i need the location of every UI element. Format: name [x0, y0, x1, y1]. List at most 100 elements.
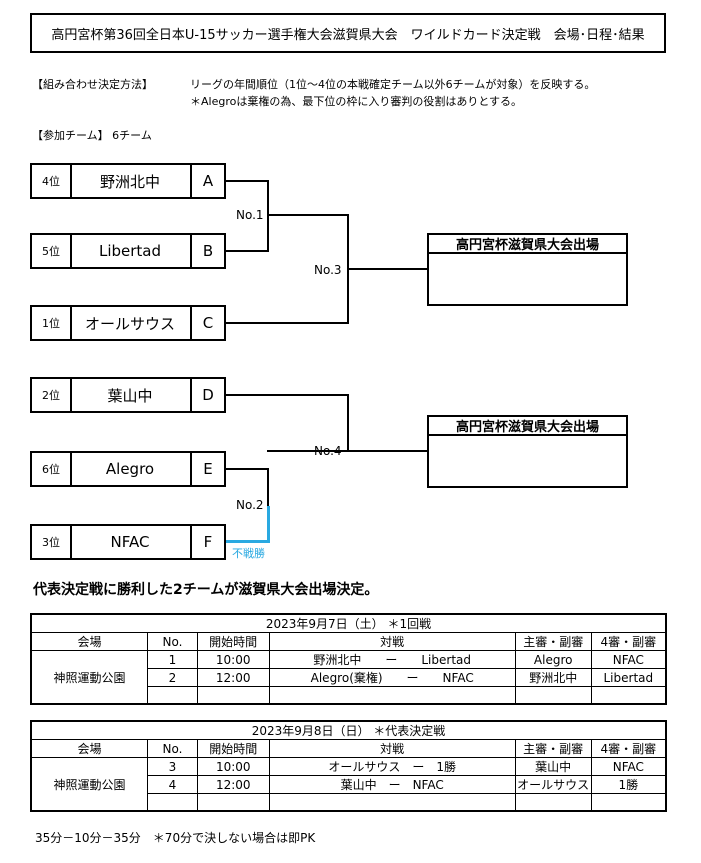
table-row: 4 12:00 葉山中 ー NFAC オールサウス 1勝 [31, 775, 667, 794]
venue-cell: 神照運動公園 [30, 757, 149, 812]
ref-cell: オールサウス [514, 775, 592, 794]
bracket-line [226, 250, 268, 252]
col-no: No. [147, 632, 198, 651]
table-row: 2 12:00 Alegro(棄権) ー NFAC 野洲北中 Libertad [31, 668, 667, 687]
match-cell: オールサウス ー 1勝 [268, 757, 516, 776]
match-cell: 葉山中 ー NFAC [268, 775, 516, 794]
table-row [31, 686, 667, 705]
team-rank: 4位 [32, 165, 72, 197]
team-slot: E [203, 460, 213, 478]
team-rank: 3位 [32, 526, 72, 558]
table-row [31, 793, 667, 812]
bracket-line [226, 394, 349, 396]
ref-cell: 野洲北中 [514, 668, 592, 687]
ref4-cell: Libertad [590, 668, 667, 687]
venue-cell: 神照運動公園 [30, 650, 149, 705]
team-slot: D [202, 386, 214, 404]
team-name: NFAC [70, 526, 192, 558]
no-cell: 3 [147, 757, 198, 776]
match-label-4: No.4 [314, 444, 342, 458]
ref4-cell: NFAC [590, 757, 667, 776]
match-cell: Alegro(棄権) ー NFAC [268, 668, 516, 687]
footer-note: 35分－10分－35分 ＊70分で決しない場合は即PK [35, 831, 316, 845]
page-title: 高円宮杯第36回全日本U-15サッカー選手権大会滋賀県大会 ワイルドカード決定戦… [30, 13, 666, 53]
no-cell: 2 [147, 668, 198, 687]
bracket-line [226, 468, 268, 470]
method-line-2: ＊Alegroは棄権の為、最下位の枠に入り審判の役割はありとする。 [190, 95, 523, 108]
participants-label: 【参加チーム】 6チーム [32, 129, 152, 142]
team-row-e: 6位 Alegro E [30, 451, 226, 487]
forfeit-line [226, 540, 270, 543]
ref-cell: 葉山中 [514, 757, 592, 776]
team-row-d: 2位 葉山中 D [30, 377, 226, 413]
team-slot: F [203, 533, 213, 551]
team-slot: B [202, 242, 214, 260]
result-box-1: 高円宮杯滋賀県大会出場 [427, 233, 628, 306]
method-label: 【組み合わせ決定方法】 [32, 78, 153, 91]
no-cell: 1 [147, 650, 198, 669]
team-name: Libertad [70, 235, 192, 267]
ref-cell [514, 686, 592, 705]
ref4-cell [590, 686, 667, 705]
col-start: 開始時間 [196, 739, 270, 758]
ref-cell: Alegro [514, 650, 592, 669]
match-cell [268, 793, 516, 812]
no-cell [147, 686, 198, 705]
bracket-line [267, 468, 269, 508]
bracket-line [267, 180, 269, 252]
match-label-2: No.2 [236, 498, 264, 512]
ref4-cell: 1勝 [590, 775, 667, 794]
result-box-header: 高円宮杯滋賀県大会出場 [429, 417, 626, 436]
col-ref: 主審・副審 [514, 739, 592, 758]
time-cell: 10:00 [196, 757, 270, 776]
bracket-line [347, 450, 427, 452]
time-cell: 10:00 [196, 650, 270, 669]
ref4-cell [590, 793, 667, 812]
bracket-line [347, 394, 349, 452]
team-row-f: 3位 NFAC F [30, 524, 226, 560]
col-no: No. [147, 739, 198, 758]
schedule-date: 2023年9月7日（土） ＊1回戦 [30, 613, 667, 633]
no-cell [147, 793, 198, 812]
match-cell: 野洲北中 ー Libertad [268, 650, 516, 669]
team-rank: 5位 [32, 235, 72, 267]
no-cell: 4 [147, 775, 198, 794]
table-row: 神照運動公園 1 10:00 野洲北中 ー Libertad Alegro NF… [30, 650, 667, 705]
result-box-header: 高円宮杯滋賀県大会出場 [429, 235, 626, 254]
team-name: オールサウス [70, 307, 192, 339]
team-rank: 2位 [32, 379, 72, 411]
team-row-a: 4位 野洲北中 A [30, 163, 226, 199]
schedule-date: 2023年9月8日（日） ＊代表決定戦 [30, 720, 667, 740]
team-row-b: 5位 Libertad B [30, 233, 226, 269]
team-rank: 6位 [32, 453, 72, 485]
col-match: 対戦 [268, 739, 516, 758]
table-row: 神照運動公園 3 10:00 オールサウス ー 1勝 葉山中 NFAC [30, 757, 667, 812]
team-rank: 1位 [32, 307, 72, 339]
match-label-1: No.1 [236, 208, 264, 222]
match-cell [268, 686, 516, 705]
match-label-3: No.3 [314, 263, 342, 277]
time-cell [196, 686, 270, 705]
result-box-2: 高円宮杯滋賀県大会出場 [427, 415, 628, 488]
ref4-cell: NFAC [590, 650, 667, 669]
forfeit-line [267, 506, 270, 543]
schedule-table-1: 2023年9月7日（土） ＊1回戦 会場 No. 開始時間 対戦 主審・副審 4… [30, 613, 667, 705]
time-cell [196, 793, 270, 812]
time-cell: 12:00 [196, 775, 270, 794]
bracket-line [226, 322, 349, 324]
team-row-c: 1位 オールサウス C [30, 305, 226, 341]
col-ref4: 4審・副審 [590, 739, 667, 758]
col-ref4: 4審・副審 [590, 632, 667, 651]
team-slot: A [202, 172, 214, 190]
col-ref: 主審・副審 [514, 632, 592, 651]
team-slot: C [202, 314, 214, 332]
bracket-line [226, 180, 268, 182]
bracket-line [347, 268, 427, 270]
ref-cell [514, 793, 592, 812]
team-name: Alegro [70, 453, 192, 485]
col-start: 開始時間 [196, 632, 270, 651]
bracket-line [267, 214, 349, 216]
schedule-table-2: 2023年9月8日（日） ＊代表決定戦 会場 No. 開始時間 対戦 主審・副審… [30, 720, 667, 812]
bracket-line [267, 450, 349, 452]
method-line-1: リーグの年間順位（1位～4位の本戦確定チーム以外6チームが対象）を反映する。 [190, 78, 596, 91]
